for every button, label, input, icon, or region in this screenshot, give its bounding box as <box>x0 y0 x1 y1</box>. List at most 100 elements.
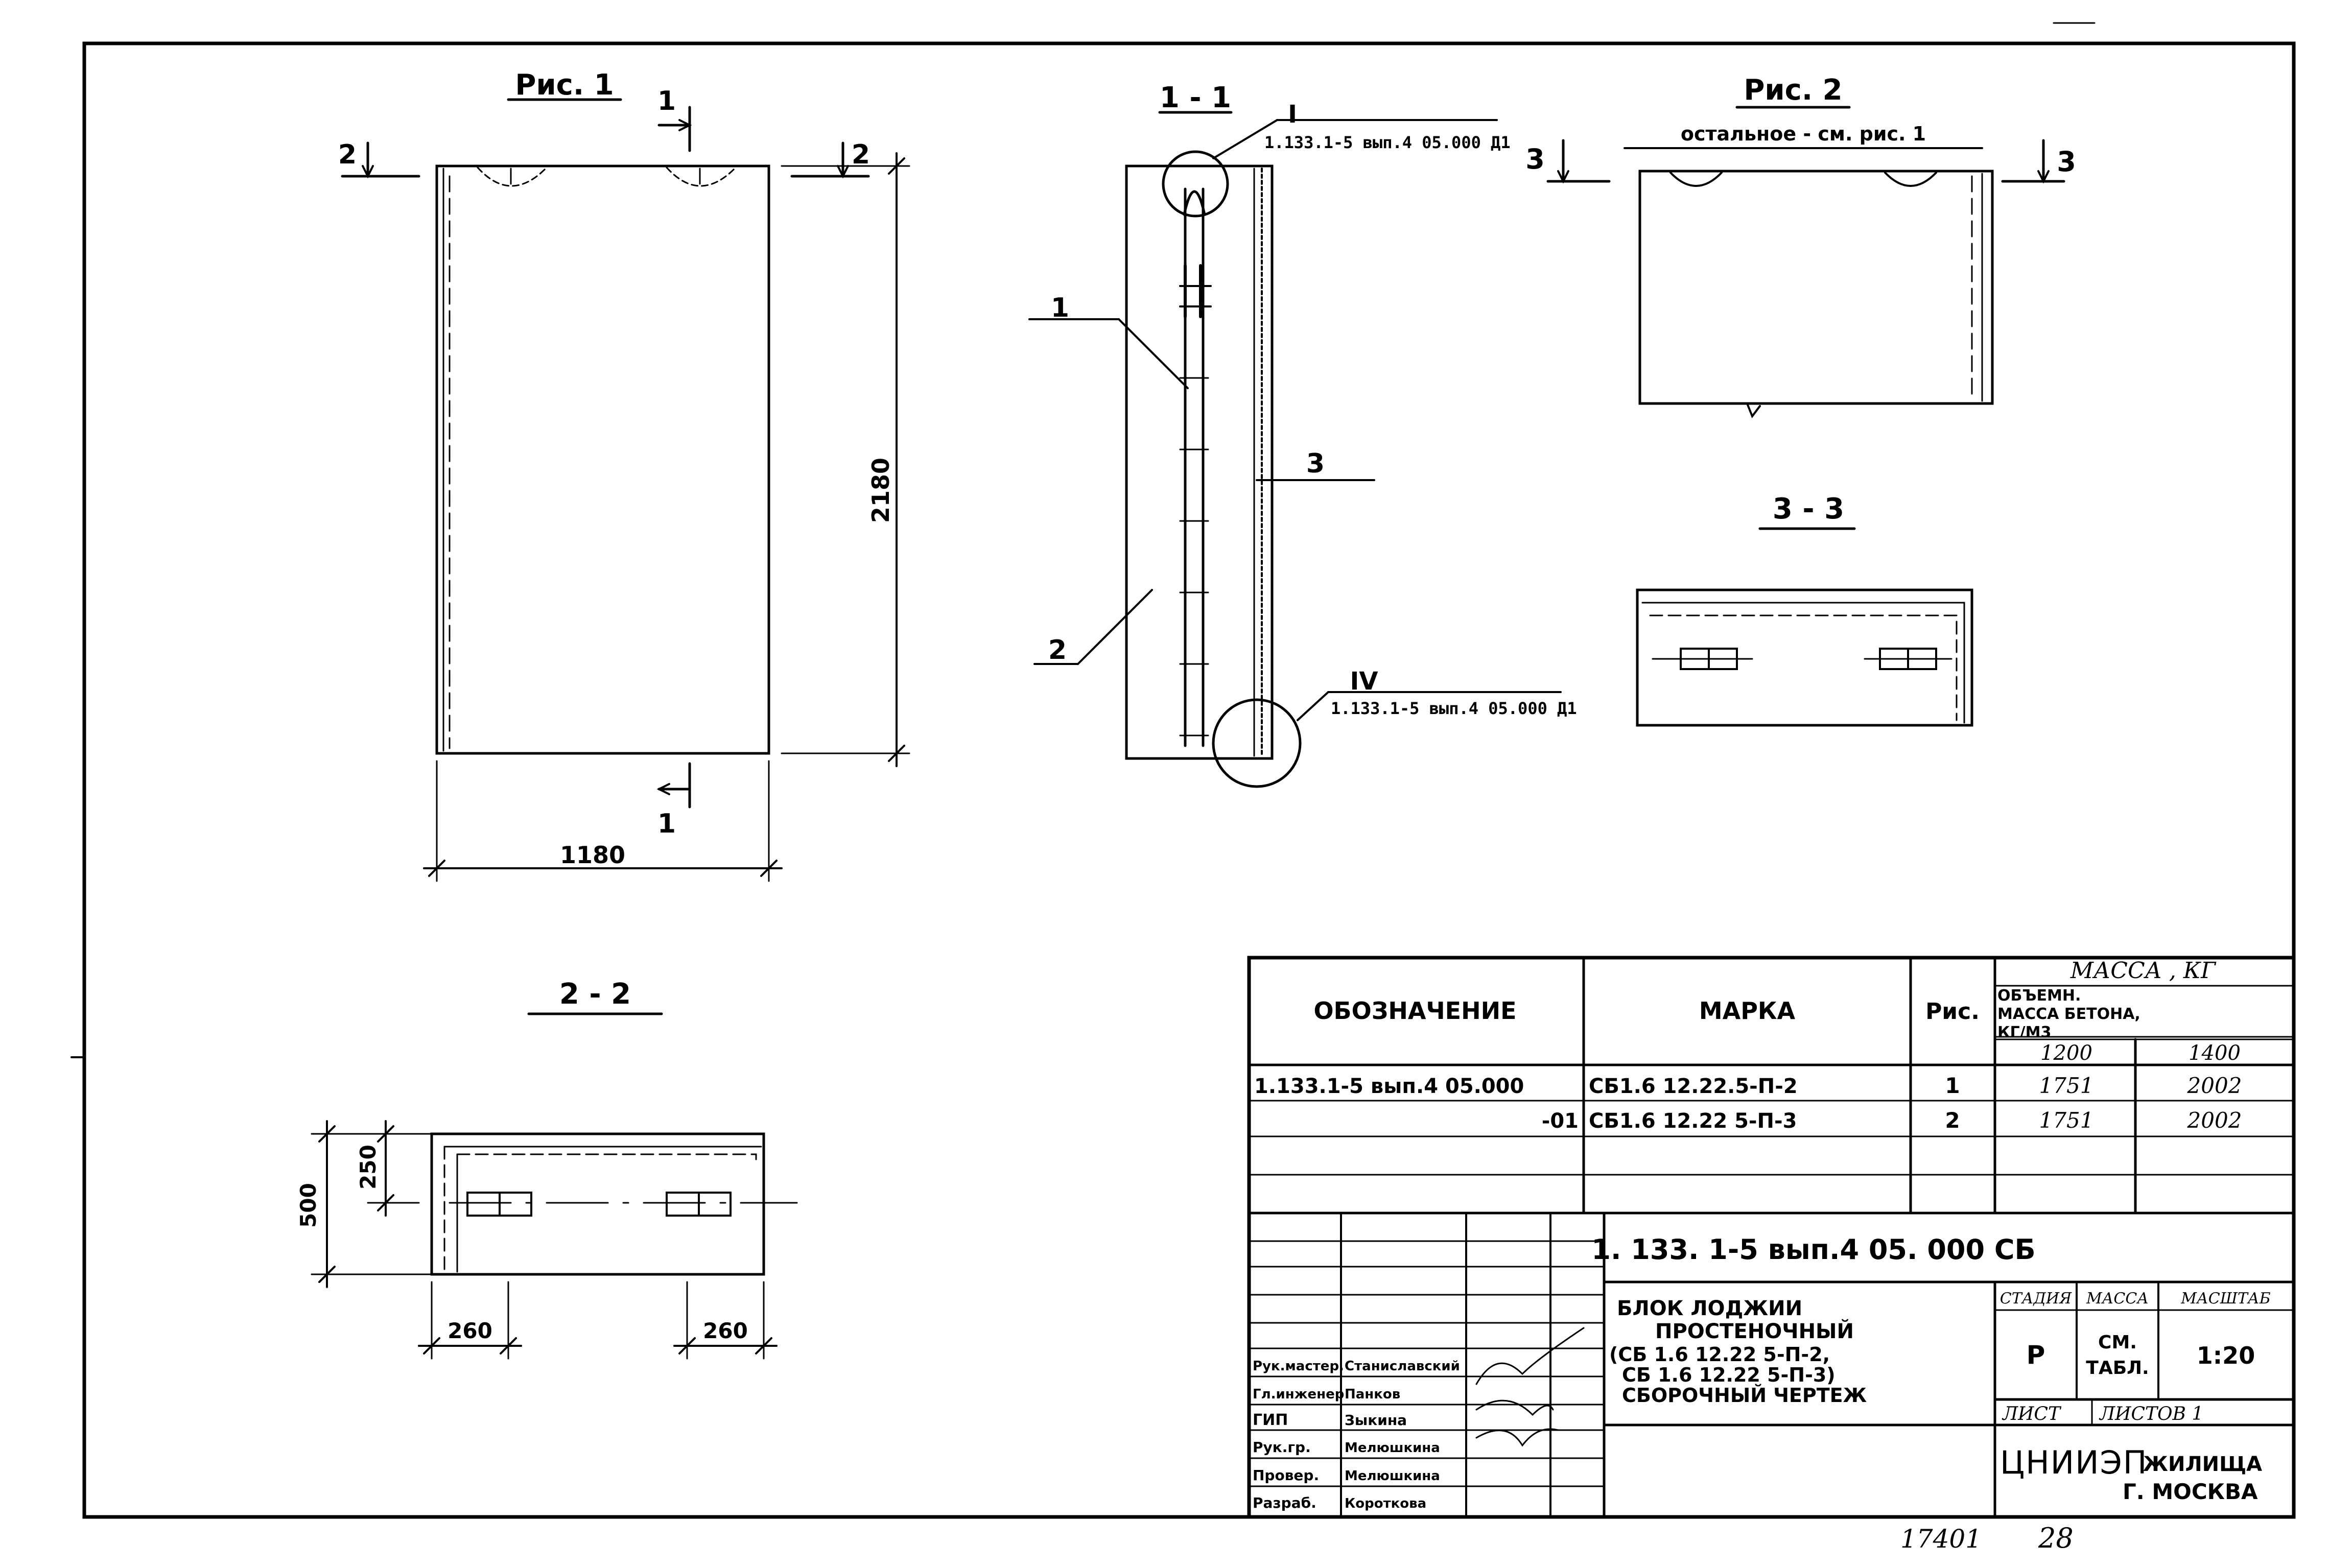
sheet-frame <box>82 41 2296 1519</box>
title-scale-value: 1:20 <box>2197 1342 2255 1369</box>
fig1-title: Рис. 1 <box>515 68 614 102</box>
figure-2 <box>1546 106 2065 419</box>
spec-header-designation: ОБОЗНАЧЕНИЕ <box>1313 997 1516 1025</box>
sec22-dim-500-label: 500 <box>296 1183 321 1228</box>
title-sheets-label: ЛИСТОВ 1 <box>2099 1404 2203 1424</box>
spec-row-2-designation: -01 <box>1542 1109 1579 1133</box>
title-stage-value: Р <box>2027 1340 2045 1370</box>
spec-header-mass: МАССА , КГ <box>2070 958 2217 984</box>
sec22-dim-260-right-label: 260 <box>703 1318 748 1343</box>
title-block-frame <box>1247 956 2296 1519</box>
title-name-line-3: (СБ 1.6 12.22 5-П-2, <box>1609 1343 1830 1366</box>
staff-role-1: Рук.мастер. <box>1253 1359 1344 1374</box>
fig2-title: Рис. 2 <box>1744 74 1842 107</box>
org-logo: ЦНИИЭП <box>2000 1444 2148 1481</box>
spec-row-2-mass-2: 2002 <box>2187 1108 2242 1133</box>
node-I-label: I <box>1288 100 1297 129</box>
staff-name-2: Панков <box>1345 1387 1400 1402</box>
fig1-dim-width-label: 1180 <box>560 841 625 869</box>
title-scale-label: МАСШТАБ <box>2180 1290 2270 1308</box>
staff-name-5: Мелюшкина <box>1345 1468 1440 1484</box>
title-name-line-2: ПРОСТЕНОЧНЫЙ <box>1655 1319 1854 1343</box>
title-mass-value-2: ТАБЛ. <box>2086 1358 2149 1379</box>
staff-name-4: Мелюшкина <box>1345 1440 1440 1456</box>
spec-table-grid <box>1247 956 2296 1519</box>
title-sheet-label: ЛИСТ <box>2002 1404 2062 1424</box>
section-2-2 <box>311 1012 798 1360</box>
sec22-dim-260-left-label: 260 <box>448 1318 492 1343</box>
fig2-cut-3-left-label: 3 <box>1525 143 1545 175</box>
node-I-reference: 1.133.1-5 вып.4 05.000 Д1 <box>1264 133 1511 152</box>
fig1-dim-height-label: 2180 <box>867 458 895 523</box>
staff-name-6: Короткова <box>1345 1496 1426 1511</box>
staff-role-5: Провер. <box>1253 1467 1319 1484</box>
fig2-cut-3-right-label: 3 <box>2057 146 2076 178</box>
node-IV-callout-circle <box>1212 698 1302 788</box>
title-name-line-4: СБ 1.6 12.22 5-П-3) <box>1622 1364 1836 1386</box>
fig2-subtitle: остальное - см. рис. 1 <box>1681 123 1926 145</box>
org-name: ЖИЛИЩА <box>2143 1453 2262 1476</box>
sec11-panel-outline <box>1125 164 1274 760</box>
spec-header-density-wrap: ОБЪЕМН. МАССА БЕТОНА, КГ/М3 <box>1997 987 2140 1037</box>
sec11-lifting-loop <box>1183 190 1206 216</box>
fig2-lifting-loop-left <box>1669 172 1723 187</box>
title-mass-label: МАССА <box>2086 1290 2149 1308</box>
fig2-break-mark <box>1746 402 1761 419</box>
sec33-rebar-dashed <box>1649 614 1958 721</box>
spec-header-density: ОБЪЕМН. МАССА БЕТОНА, КГ/М3 <box>1997 987 2140 1037</box>
figure-1 <box>341 98 910 882</box>
staff-role-6: Разраб. <box>1253 1494 1316 1511</box>
title-doc-code: 1. 133. 1-5 вып.4 05. 000 СБ <box>1591 1233 2035 1266</box>
title-block-grid <box>1248 1211 2295 1518</box>
fig2-panel-outline <box>1638 170 1994 405</box>
fig1-cut-2-left-label: 2 <box>338 139 357 170</box>
spec-row-1-mass-2: 2002 <box>2187 1073 2242 1098</box>
pos-1-label: 1 <box>1051 293 1069 323</box>
staff-name-3: Зыкина <box>1345 1412 1407 1429</box>
section-1-1 <box>1028 111 1562 788</box>
footer-page: 28 <box>2038 1522 2074 1554</box>
fig2-lifting-loop-right <box>1884 172 1937 187</box>
node-IV-reference: 1.133.1-5 вып.4 05.000 Д1 <box>1331 699 1577 718</box>
fig1-cut-2-right-label: 2 <box>852 139 870 170</box>
staff-role-4: Рук.гр. <box>1253 1439 1311 1456</box>
sec22-title: 2 - 2 <box>559 978 631 1011</box>
spec-row-2-mass-1: 1751 <box>2039 1108 2094 1133</box>
pos-2-label: 2 <box>1048 635 1067 666</box>
node-I-callout-circle <box>1162 150 1229 218</box>
spec-row-2-fig: 2 <box>1945 1108 1960 1133</box>
sec11-title: 1 - 1 <box>1160 81 1231 114</box>
sec22-rebar-dashed <box>456 1153 757 1160</box>
staff-role-3: ГИП <box>1253 1411 1288 1429</box>
fig1-lifting-loop-right <box>666 167 737 187</box>
fig1-cut-1-top-label: 1 <box>657 86 676 116</box>
spec-row-1-fig: 1 <box>1945 1073 1960 1098</box>
title-stage-label: СТАДИЯ <box>2000 1290 2072 1308</box>
spec-header-mark: МАРКА <box>1699 997 1796 1025</box>
title-mass-value-1: СМ. <box>2098 1332 2137 1353</box>
staff-name-1: Станиславский <box>1345 1359 1460 1374</box>
section-3-3 <box>1636 527 1973 727</box>
spec-row-2-mark: СБ1.6 12.22 5-П-3 <box>1589 1109 1797 1133</box>
org-city: Г. МОСКВА <box>2123 1479 2258 1504</box>
spec-header-fig: Рис. <box>1925 999 1980 1025</box>
staff-role-2: Гл.инженер <box>1253 1387 1344 1402</box>
fig1-lifting-loop-left <box>477 167 548 187</box>
spec-row-1-mass-1: 1751 <box>2039 1073 2094 1098</box>
spec-density-1200: 1200 <box>2040 1041 2092 1065</box>
fig1-panel-outline <box>435 164 770 755</box>
signature-scribble-1 <box>1475 1327 1585 1385</box>
spec-density-1400: 1400 <box>2189 1041 2241 1065</box>
fig1-cut-1-bottom-label: 1 <box>657 809 676 839</box>
sec33-title: 3 - 3 <box>1773 492 1844 526</box>
spec-row-1-mark: СБ1.6 12.22.5-П-2 <box>1589 1075 1798 1098</box>
node-IV-label: IV <box>1350 667 1378 696</box>
pos-3-label: 3 <box>1306 448 1325 479</box>
sec22-dim-250-label: 250 <box>356 1145 381 1190</box>
spec-row-1-designation: 1.133.1-5 вып.4 05.000 <box>1254 1075 1524 1098</box>
footer-number: 17401 <box>1900 1524 1982 1554</box>
sec33-outline <box>1636 588 1973 727</box>
title-name-line-1: БЛОК ЛОДЖИИ <box>1617 1297 1802 1320</box>
